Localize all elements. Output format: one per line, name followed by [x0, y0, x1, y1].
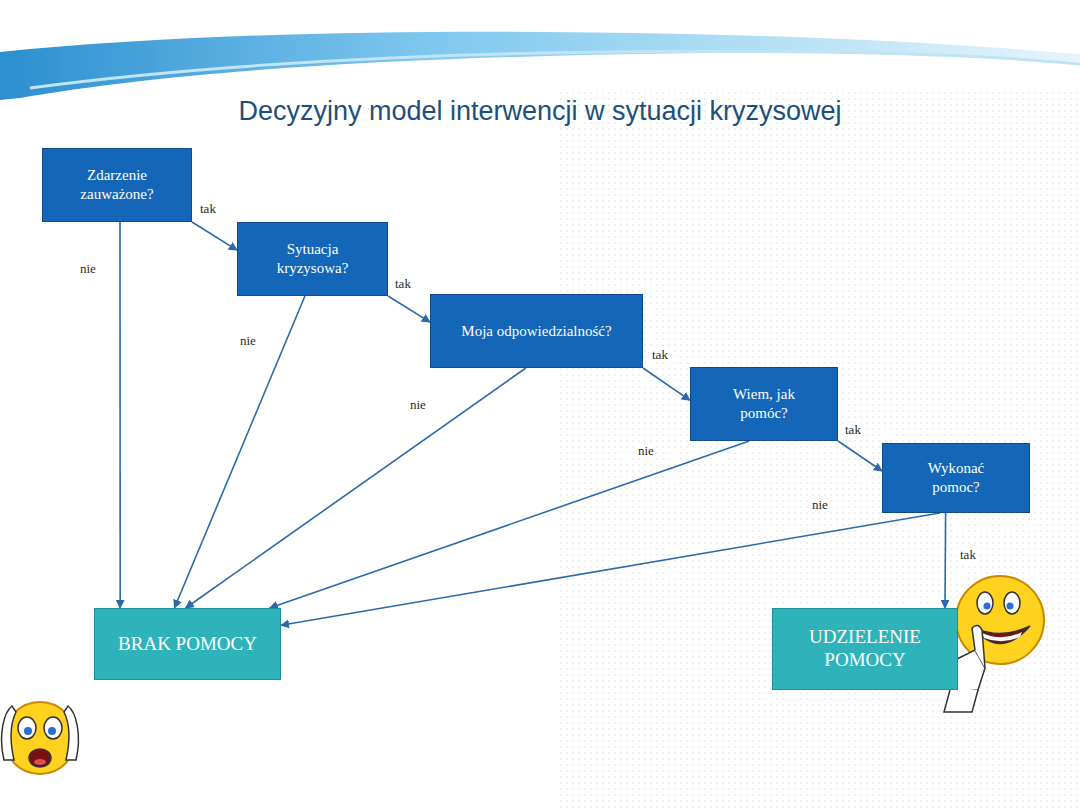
edge-label: tak [958, 548, 978, 562]
scared-smiley [2, 702, 79, 774]
edge-label: tak [650, 348, 670, 362]
node-text: Moja odpowiedzialność? [461, 322, 611, 341]
decision-box: Wykonać pomoc? [882, 443, 1030, 513]
dot-texture [560, 90, 1080, 810]
edge-label: nie [78, 262, 98, 276]
flow-arrow [186, 368, 526, 608]
flow-arrow [119, 222, 121, 608]
flow-arrow [944, 513, 946, 608]
node-text: UDZIELENIE POMOCY [785, 626, 945, 672]
node-text: Zdarzenie zauważone? [61, 166, 173, 204]
node-text: Wiem, jak pomóc? [714, 385, 814, 423]
edge-label: nie [238, 334, 258, 348]
edge-label: nie [810, 498, 830, 512]
diagram-title: Decyzyjny model interwencji w sytuacji k… [0, 96, 1080, 127]
outcome-box: BRAK POMOCY [94, 608, 281, 680]
flow-arrow [838, 441, 882, 471]
edge-label: tak [198, 202, 218, 216]
flow-arrow [388, 296, 430, 322]
header-wave [0, 32, 1080, 100]
edge-label: nie [636, 444, 656, 458]
outcome-box: UDZIELENIE POMOCY [772, 608, 958, 690]
edge-label: nie [408, 398, 428, 412]
flow-arrow [270, 441, 749, 608]
node-text: BRAK POMOCY [118, 633, 257, 656]
flow-arrow [174, 296, 305, 608]
node-text: Wykonać pomoc? [906, 459, 1006, 497]
decision-box: Moja odpowiedzialność? [430, 294, 643, 368]
decision-box: Zdarzenie zauważone? [42, 148, 192, 222]
happy-smiley [944, 576, 1044, 712]
edge-label: tak [393, 277, 413, 291]
decision-box: Wiem, jak pomóc? [690, 367, 838, 441]
flow-arrow [192, 222, 237, 250]
flow-arrow [643, 368, 690, 400]
decision-box: Sytuacja kryzysowa? [237, 222, 388, 296]
node-text: Sytuacja kryzysowa? [263, 240, 363, 278]
header-wave-line [30, 51, 1080, 88]
edge-label: tak [843, 423, 863, 437]
